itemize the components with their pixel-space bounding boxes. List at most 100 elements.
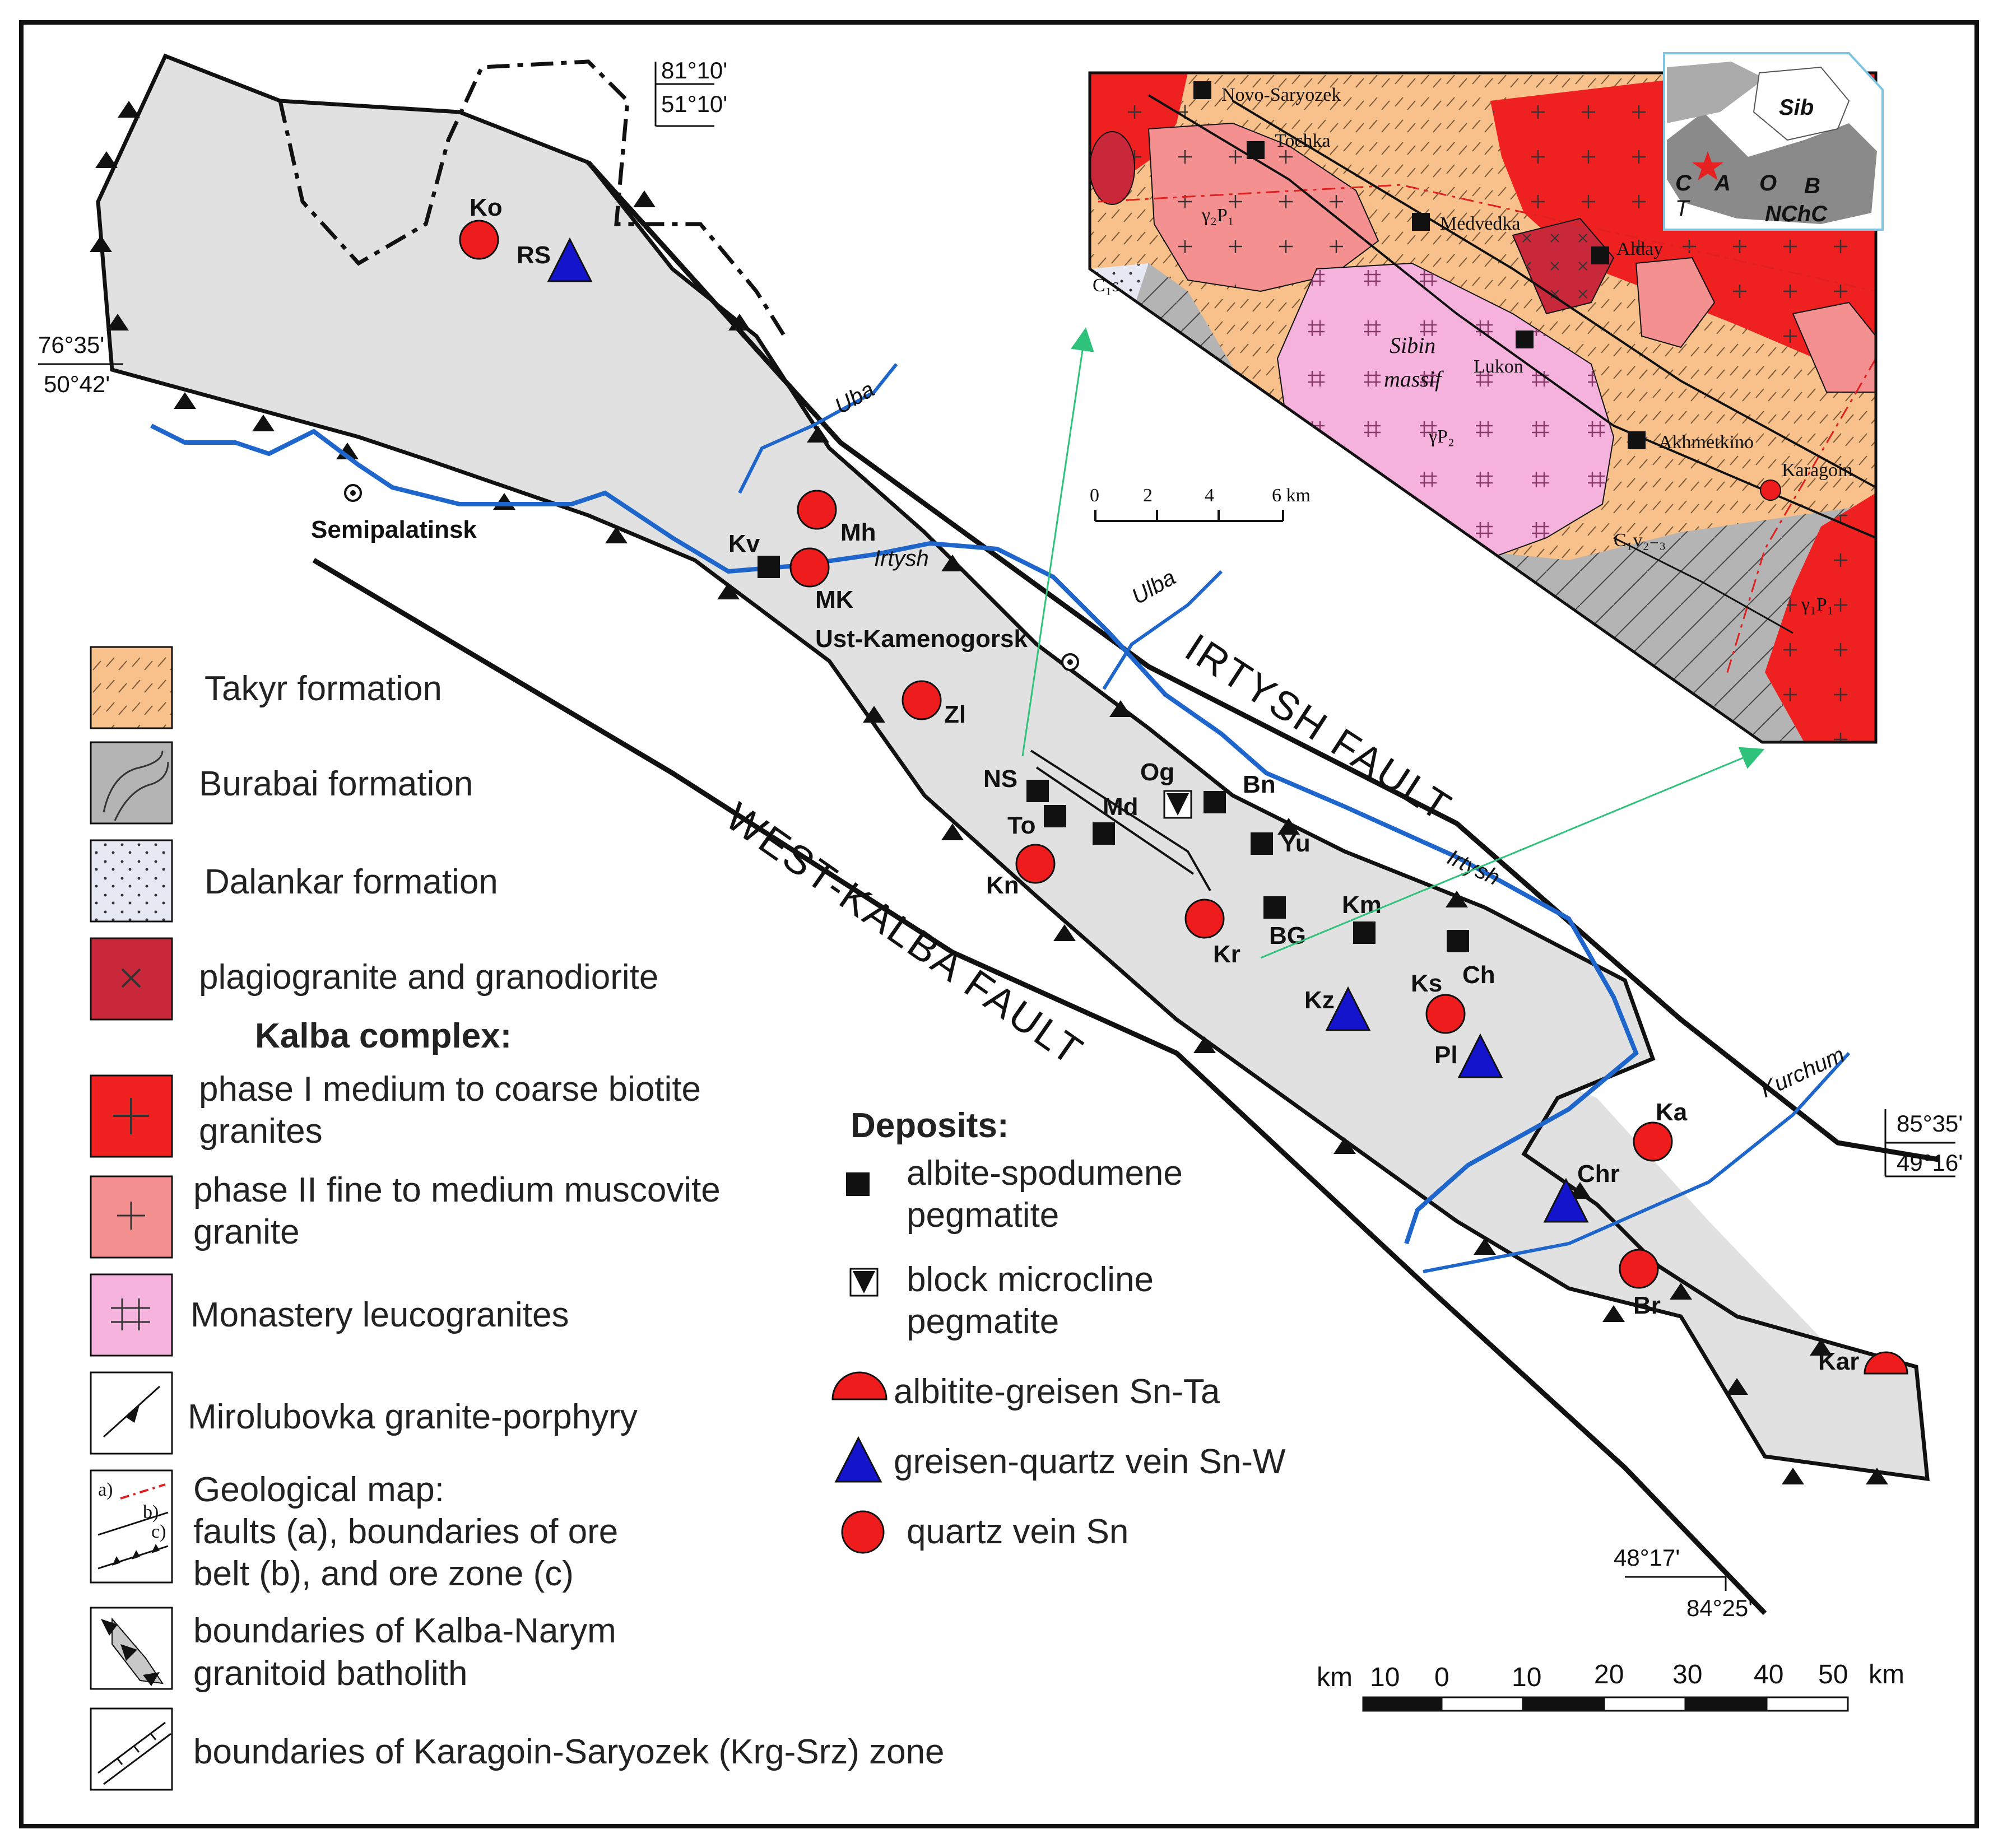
- inset-scale-4: 4: [1205, 485, 1214, 506]
- deposits-albite-line1: albite-spodumene: [907, 1154, 1183, 1193]
- label-ko: Ko: [470, 194, 503, 221]
- label-mk: MK: [815, 586, 854, 613]
- inset-scale-2: 2: [1143, 485, 1153, 506]
- coord-lon-4: 84°25': [1686, 1595, 1753, 1621]
- label-ka: Ka: [1656, 1098, 1688, 1126]
- label-yu: Yu: [1280, 830, 1311, 857]
- label-og: Og: [1140, 758, 1174, 786]
- main-scale-bar: km 10 0 10 20 30 40 50 km: [1317, 1660, 1904, 1712]
- inset-novo-saryozek: Novo-Saryozek: [1221, 85, 1341, 105]
- frame: [19, 20, 1979, 1828]
- irtysh-label-2: Irtysh: [1443, 845, 1503, 890]
- label-kv: Kv: [728, 530, 760, 557]
- locator-nchc: NChC: [1765, 202, 1828, 226]
- deposits-title: Deposits:: [851, 1106, 1009, 1145]
- coord-lon-2: 76°35': [38, 332, 104, 358]
- scale-tick-10a: 10: [1370, 1663, 1400, 1692]
- deposits-quartz: quartz vein Sn: [907, 1512, 1128, 1551]
- label-md: Md: [1103, 793, 1139, 821]
- inset-gp2: γP₂: [1428, 426, 1455, 447]
- inset-alday: Alday: [1616, 239, 1663, 259]
- uba-river: [738, 363, 898, 494]
- locator-c: C: [1675, 171, 1692, 195]
- label-rs: RS: [517, 241, 551, 269]
- legend-dalankar: Dalankar formation: [205, 863, 498, 901]
- semipalatinsk-label: Semipalatinsk: [311, 516, 477, 543]
- ulba-label: Ulba: [1128, 565, 1180, 609]
- coord-lon-1: 81°10': [661, 57, 727, 83]
- label-to: To: [1007, 812, 1036, 839]
- legend-plagio: plagiogranite and granodiorite: [199, 958, 658, 997]
- inset-pointer-arrow-2: [1260, 747, 1765, 959]
- legend-mirolubovka: Mirolubovka granite-porphyry: [188, 1398, 638, 1436]
- ulba-river: [1102, 570, 1223, 690]
- legend-kalba-heading: Kalba complex:: [255, 1017, 512, 1055]
- legend: Takyr formation Burabai formation Dalank…: [90, 646, 945, 1791]
- state-border: [278, 59, 786, 337]
- inner-fault-line-2: [1035, 766, 1195, 875]
- inset-c1s: C₁s: [1093, 275, 1119, 296]
- irtysh-river: [150, 423, 1639, 1245]
- label-kr: Kr: [1213, 941, 1240, 968]
- label-ks: Ks: [1411, 970, 1442, 997]
- scale-tick-20: 20: [1594, 1660, 1624, 1689]
- legend-phase2-line2: granite: [193, 1213, 300, 1251]
- legend-takyr: Takyr formation: [205, 669, 442, 708]
- irtysh-label-1: Irtysh: [874, 546, 929, 571]
- block-microcline-deposit: [1163, 790, 1192, 819]
- coord-lat-4: 48°17': [1614, 1544, 1680, 1571]
- locator-sib: Sib: [1779, 95, 1814, 120]
- scale-tick-10: 10: [1512, 1663, 1541, 1692]
- inset-c1v: C₁v₂₋₃: [1614, 530, 1666, 551]
- legend-geo-line3: belt (b), and ore zone (c): [193, 1554, 574, 1593]
- legend-batholith-line2: granitoid batholith: [193, 1654, 467, 1693]
- legend-geo-line1: Geological map:: [193, 1470, 444, 1509]
- scale-tick-0: 0: [1434, 1663, 1449, 1692]
- coord-lat-1: 51°10': [661, 91, 727, 117]
- inner-fault-line: [1030, 750, 1211, 891]
- label-chr: Chr: [1577, 1160, 1620, 1188]
- label-kar: Kar: [1818, 1348, 1859, 1375]
- greisen-quartz-vein-deposits: [547, 237, 1589, 1223]
- ust-kamenogorsk-label: Ust-Kamenogorsk: [815, 625, 1028, 653]
- label-km: Km: [1342, 891, 1382, 919]
- label-pl: Pl: [1434, 1041, 1458, 1069]
- label-zl: Zl: [944, 701, 966, 728]
- inset-g2p1: γ₂P₁: [1201, 205, 1234, 226]
- inset-lukon: Lukon: [1474, 356, 1523, 377]
- scale-tick-30: 30: [1672, 1660, 1702, 1689]
- deposits-greisen: greisen-quartz vein Sn-W: [894, 1442, 1286, 1481]
- inset-g1p1: γ₁P₁: [1801, 594, 1834, 615]
- deposits-legend: Deposits: albite-spodumene pegmatite blo…: [831, 1106, 1286, 1554]
- inset-pointer-arrow-1: [1021, 327, 1094, 757]
- deposit-labels: Ko RS Mh Kv MK Zl NS To Md Og Bn Yu Kn K…: [470, 194, 1859, 1375]
- deposits-albite-line2: pegmatite: [907, 1196, 1059, 1235]
- scale-km-left: km: [1317, 1663, 1353, 1692]
- locator-star: [1692, 151, 1723, 180]
- coord-lat-3: 49°16': [1897, 1149, 1963, 1176]
- label-ch: Ch: [1462, 961, 1495, 989]
- albite-spodumene-deposits: [758, 556, 1469, 952]
- albitite-greisen-deposit: [1864, 1351, 1908, 1375]
- coord-lon-3: 85°35': [1897, 1110, 1963, 1137]
- scale-tick-40: 40: [1754, 1660, 1783, 1689]
- inset-sibin: Sibin: [1390, 333, 1435, 358]
- inset-massif: massif: [1384, 366, 1444, 392]
- label-kz: Kz: [1304, 986, 1335, 1014]
- legend-phase1-line1: phase I medium to coarse biotite: [199, 1070, 701, 1109]
- locator-map: Sib C A O B T NChC: [1663, 52, 1884, 231]
- legend-batholith-line1: boundaries of Kalba-Narym: [193, 1612, 616, 1650]
- coord-lat-2: 50°42': [44, 371, 110, 397]
- ust-kamenogorsk-city: [1061, 653, 1079, 671]
- inset-scale-bar: 0 2 4 6 km: [1090, 485, 1311, 522]
- label-mh: Mh: [840, 519, 876, 546]
- quartz-vein-sn-deposits: [459, 220, 1673, 1289]
- legend-geo-line2: faults (a), boundaries of ore: [193, 1512, 618, 1551]
- legend-burabai: Burabai formation: [199, 765, 473, 803]
- legend-karagoin: boundaries of Karagoin-Saryozek (Krg-Srz…: [193, 1733, 945, 1771]
- kurchum-river: [1423, 1051, 1851, 1273]
- inset-tochka: Tochka: [1275, 131, 1331, 151]
- semipalatinsk-city: [344, 484, 362, 502]
- label-kn: Kn: [986, 872, 1019, 899]
